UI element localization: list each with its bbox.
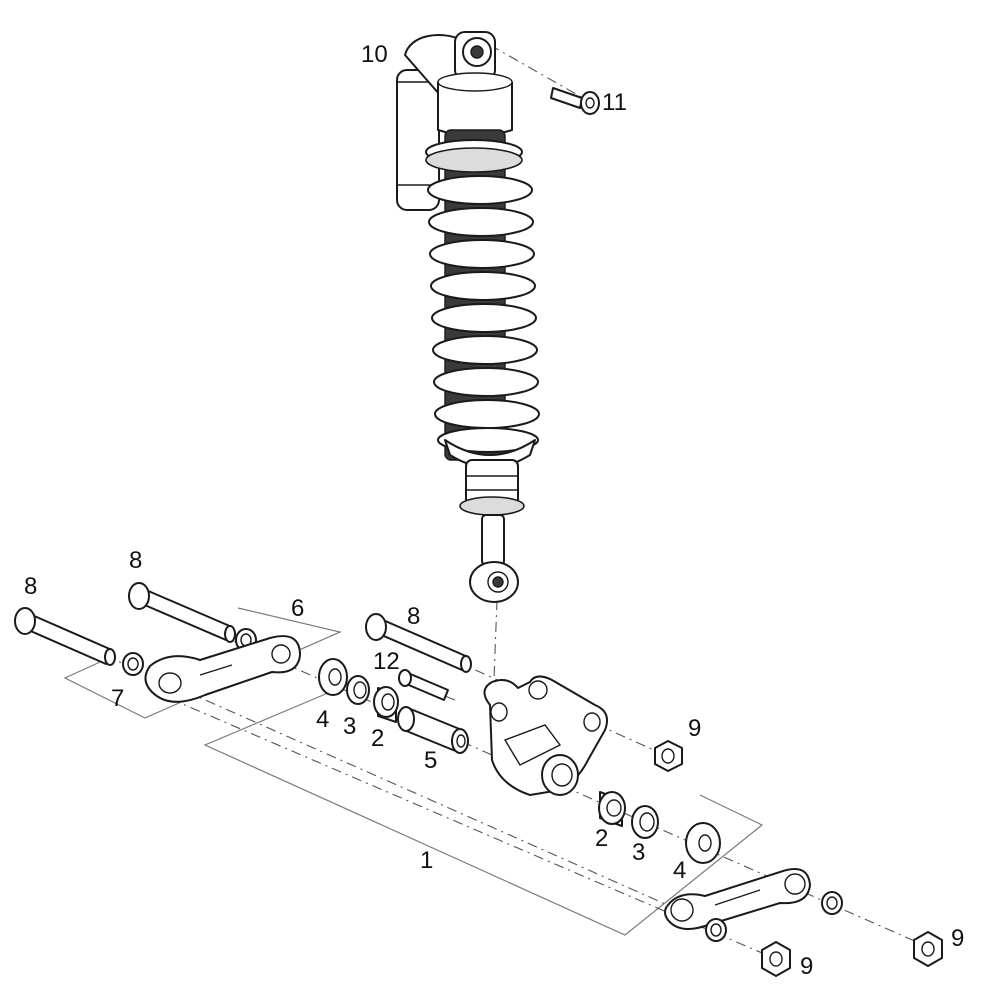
bearing-2-left (373, 686, 399, 723)
callout-5: 5 (424, 747, 437, 774)
callout-8-left: 8 (24, 573, 37, 600)
nut-9-lower-middle (761, 941, 791, 977)
callout-12: 12 (373, 648, 400, 675)
rocker-arm (483, 675, 608, 796)
coil-spring (427, 175, 540, 453)
nut-9-upper (654, 740, 683, 772)
seal-3-right (631, 805, 659, 839)
washer-4-right (685, 822, 721, 864)
group-bracket-6-7 (63, 607, 342, 719)
callout-labels: 1 2 2 3 3 4 4 5 6 7 8 8 8 9 9 9 10 11 12 (24, 41, 964, 980)
washer-4-left (318, 658, 348, 696)
bolt-top-11 (550, 87, 600, 115)
callout-9-lower-right: 9 (951, 925, 964, 952)
callout-6: 6 (291, 595, 304, 622)
callout-2-right: 2 (595, 825, 608, 852)
bushing-lower-b (821, 891, 843, 915)
callout-11: 11 (602, 89, 627, 116)
bolt-8-left (14, 607, 116, 666)
link-rod-lower (664, 868, 811, 930)
seal-3-left (346, 675, 370, 705)
link-rod-6 (144, 635, 301, 703)
callout-8-middle: 8 (129, 547, 142, 574)
callout-3-right: 3 (632, 839, 645, 866)
callout-8-right: 8 (407, 603, 420, 630)
bushing-lower-a (705, 918, 727, 942)
callout-9-upper: 9 (688, 715, 701, 742)
bolt-8-right (365, 613, 472, 673)
callout-3-left: 3 (343, 713, 356, 740)
bearing-2-right (598, 791, 626, 827)
spacer-5 (397, 706, 469, 754)
callout-9-lower-middle: 9 (800, 953, 813, 980)
callout-4-left: 4 (316, 706, 329, 733)
callout-1: 1 (420, 847, 433, 874)
callout-10: 10 (361, 41, 388, 68)
nut-9-lower-right (913, 931, 943, 967)
callout-7: 7 (111, 685, 124, 712)
callout-2-left: 2 (371, 725, 384, 752)
callout-4-right: 4 (673, 857, 686, 884)
bushing-7-a (122, 652, 144, 676)
shock-absorber (396, 31, 540, 603)
group-bracket-1 (203, 689, 764, 936)
pin-12 (398, 669, 449, 701)
bolt-8-middle (128, 582, 236, 643)
